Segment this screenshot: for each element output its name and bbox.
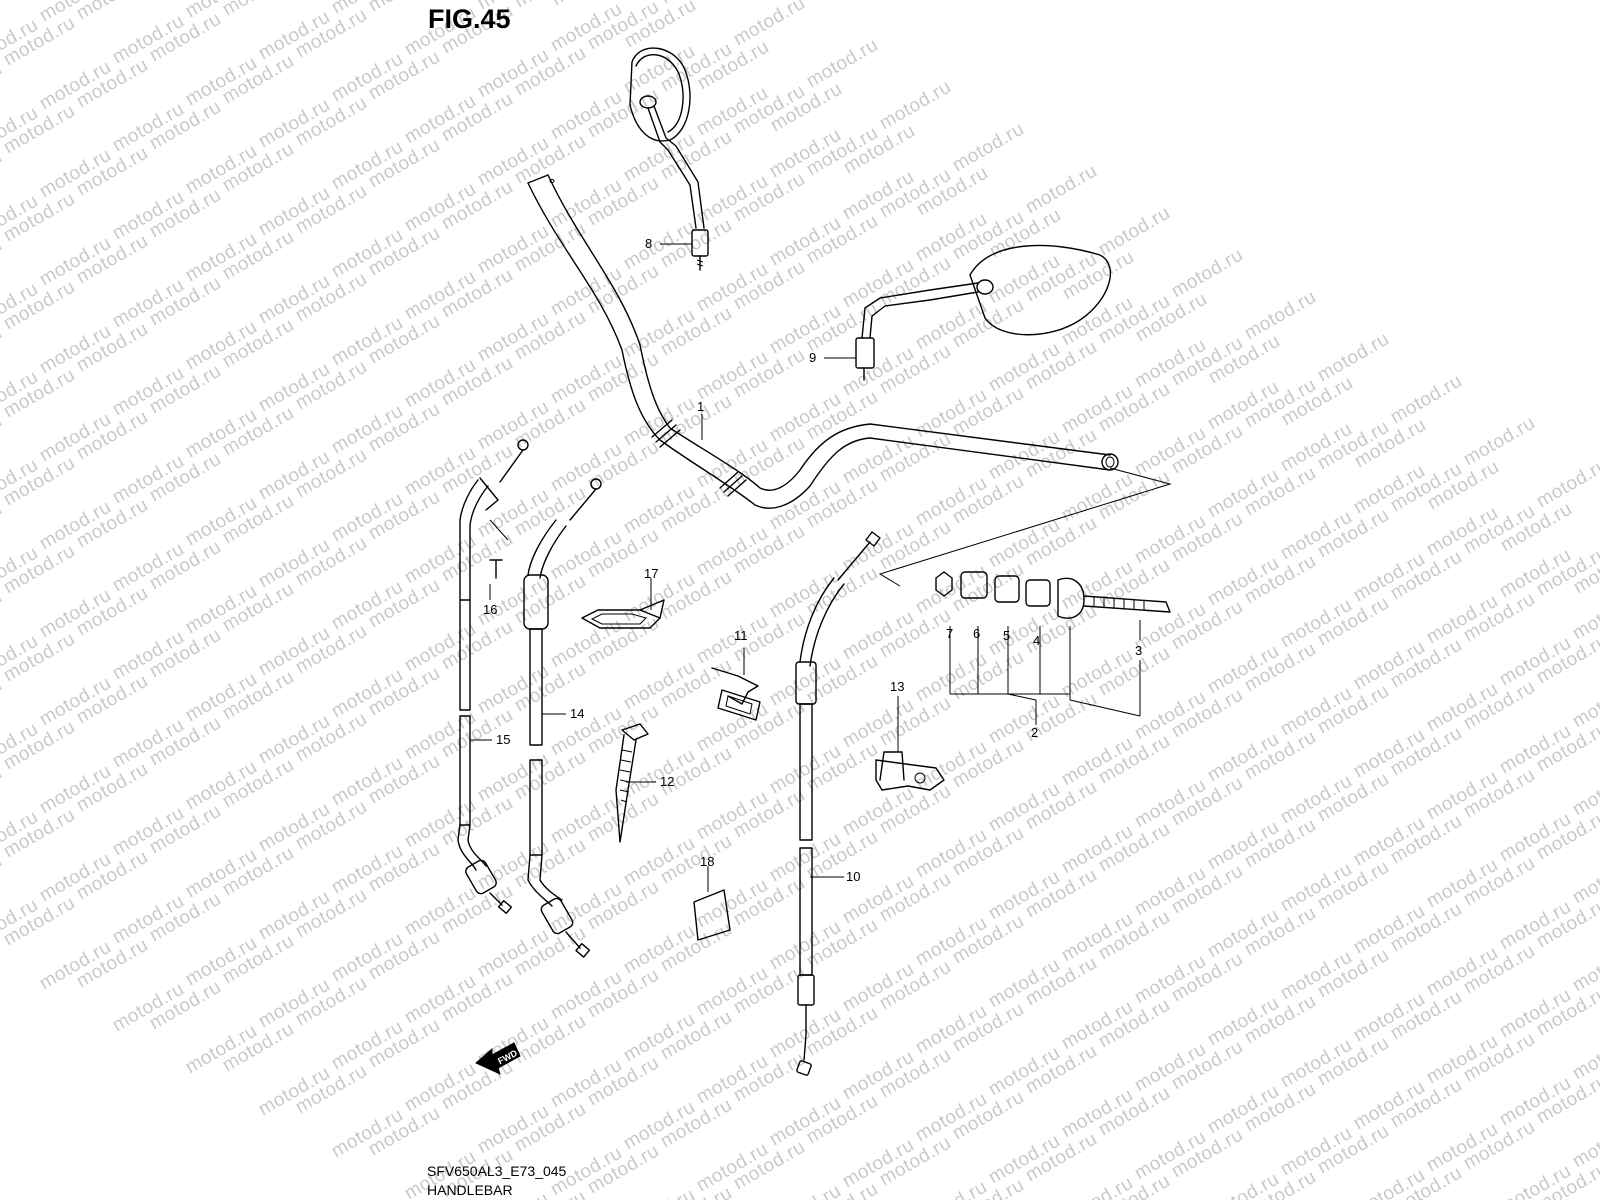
callout-15: 15 [496, 732, 510, 747]
handlebar-drawing [527, 174, 1172, 587]
callout-13: 13 [890, 679, 904, 694]
callout-17: 17 [644, 566, 658, 581]
caption-name: HANDLEBAR [427, 1182, 513, 1198]
label-plate-18-drawing [693, 889, 731, 941]
callout-18: 18 [700, 854, 714, 869]
balancer-assembly-drawing [935, 571, 1171, 619]
leader-lines [470, 243, 1141, 892]
figure-title: FIG.45 [428, 4, 511, 34]
clutch-cable-10-drawing [795, 531, 881, 1076]
callout-16: 16 [483, 602, 497, 617]
clamp-12-drawing [615, 723, 649, 843]
callout-2: 2 [1031, 725, 1038, 740]
clamp-17-drawing [581, 599, 665, 629]
clamp-13-drawing [875, 751, 945, 791]
callout-8: 8 [645, 236, 652, 251]
throttle-cable-15-drawing [457, 439, 529, 914]
callout-7: 7 [946, 626, 953, 641]
fwd-arrow-icon: FWD [475, 1042, 521, 1075]
callout-11: 11 [734, 628, 748, 643]
right-mirror-drawing [855, 244, 1111, 381]
callout-1: 1 [697, 399, 704, 414]
callout-10: 10 [846, 869, 860, 884]
caption-code: SFV650AL3_E73_045 [427, 1163, 567, 1179]
throttle-cable-14-drawing [523, 478, 602, 958]
callout-6: 6 [973, 626, 980, 641]
callout-14: 14 [570, 706, 584, 721]
left-mirror-drawing [629, 47, 709, 271]
callout-5: 5 [1003, 628, 1010, 643]
callout-3: 3 [1135, 643, 1142, 658]
clamp-11-drawing [711, 667, 761, 721]
callout-9: 9 [809, 350, 816, 365]
callout-labels: 1 2 3 4 5 6 7 8 9 10 11 12 13 14 15 16 1… [483, 236, 1142, 884]
callout-12: 12 [660, 774, 674, 789]
callout-4: 4 [1033, 633, 1040, 648]
